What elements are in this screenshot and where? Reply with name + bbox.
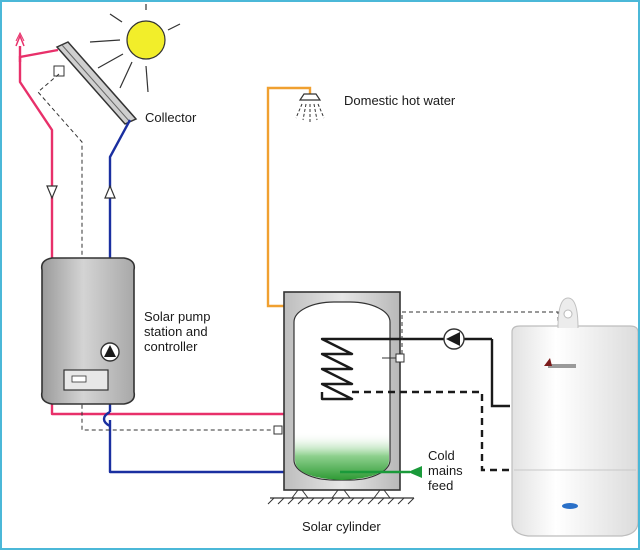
boiler-coil <box>320 337 492 401</box>
return-direction-arrow <box>104 184 116 199</box>
boiler-icon <box>511 297 638 537</box>
return-loop <box>102 410 111 428</box>
collector-flow-link <box>18 48 59 62</box>
boiler-flow-line <box>490 339 510 408</box>
solar-pump-station-label: Solar pump station and controller <box>144 309 211 354</box>
pump-icon <box>100 342 120 362</box>
hot-water-pipe <box>266 86 312 308</box>
cold-feed-arrow <box>408 466 422 478</box>
solar-cylinder-label: Solar cylinder <box>302 519 381 534</box>
cylinder-upper-sensor <box>395 353 405 363</box>
cylinder-lower-sensor <box>273 425 283 435</box>
solar-collector <box>53 41 138 125</box>
cold-mains-feed-label: Cold mains feed <box>428 448 463 493</box>
boiler-return-line <box>352 390 510 472</box>
flow-direction-arrow <box>46 185 58 200</box>
solar-pump-station <box>40 257 136 405</box>
sun-icon <box>89 4 181 93</box>
air-vent-icon <box>15 31 25 47</box>
shower-icon <box>295 93 325 122</box>
collector-sensor-line <box>37 73 274 431</box>
pump-icon <box>443 328 465 350</box>
collector-label: Collector <box>145 110 197 125</box>
domestic-hot-water-label: Domestic hot water <box>344 93 456 108</box>
